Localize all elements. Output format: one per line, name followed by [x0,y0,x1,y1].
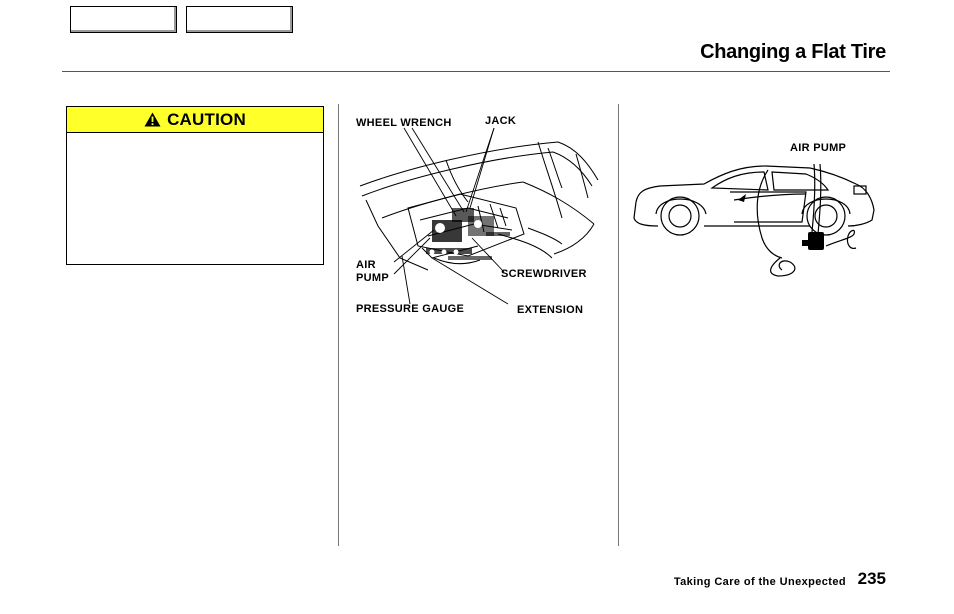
label-air-pump-line2: PUMP [356,272,389,284]
label-jack: JACK [485,115,517,127]
tool-location-figure: WHEEL WRENCH JACK AIR PUMP SCREWDRIVER P… [348,108,608,326]
nav-button-next[interactable] [186,6,293,33]
label-extension: EXTENSION [517,304,584,316]
label-wheel-wrench: WHEEL WRENCH [356,117,452,129]
caution-box: CAUTION [66,106,324,265]
footer-section-title: Taking Care of the Unexpected [673,576,846,588]
car-air-pump-figure: AIR PUMP [630,108,882,288]
column-divider [618,104,619,546]
car-illustration [633,163,875,277]
label-air-pump-car: AIR PUMP [790,142,847,154]
page-title: Changing a Flat Tire [700,41,886,63]
header-rule [62,71,890,72]
label-pressure-gauge: PRESSURE GAUGE [356,303,465,315]
label-air-pump-line1: AIR [356,259,376,271]
label-screwdriver: SCREWDRIVER [501,268,587,280]
trunk-tools-illustration [359,127,599,305]
caution-header: CAUTION [67,107,323,133]
page-number: 235 [857,569,886,588]
caution-label: CAUTION [167,109,246,129]
column-divider [338,104,339,546]
warning-icon [144,112,161,127]
nav-button-previous[interactable] [70,6,177,33]
